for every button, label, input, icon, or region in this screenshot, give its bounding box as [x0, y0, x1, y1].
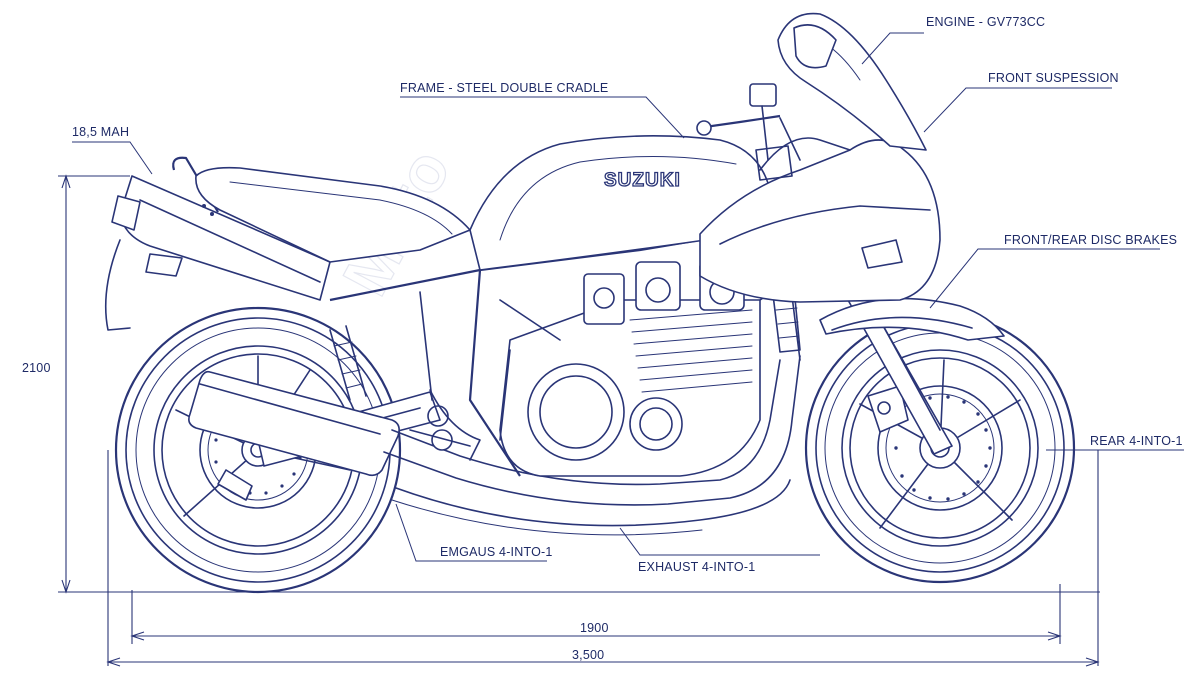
label-engine: ENGINE - GV773CC [926, 15, 1045, 29]
label-frame: FRAME - STEEL DOUBLE CRADLE [400, 81, 608, 95]
label-exhaust-right: EXHAUST 4-INTO-1 [638, 560, 755, 574]
front-disc-holes [894, 395, 992, 501]
annotations: ENGINE - GV773CC FRONT SUSPESSION FRAME … [22, 15, 1183, 662]
label-rear: REAR 4-INTO-1 [1090, 434, 1183, 448]
brand-logo: SUZUKI [604, 170, 681, 191]
label-front-suspension: FRONT SUSPESSION [988, 71, 1119, 85]
front-fork [819, 295, 1005, 455]
dim-overall-length: 3,500 [572, 648, 604, 662]
leader-lines [72, 32, 1184, 562]
label-exhaust-left: EMGAUS 4-INTO-1 [440, 545, 553, 559]
dim-height: 2100 [22, 361, 51, 375]
fuel-tank: SUZUKI [469, 135, 771, 271]
label-brakes: FRONT/REAR DISC BRAKES [1004, 233, 1177, 247]
footpegs [409, 429, 471, 451]
label-tank: 18,5 MAH [72, 125, 129, 139]
exhaust [188, 355, 801, 536]
fairing [696, 12, 941, 303]
seat-tail [104, 156, 471, 331]
dimension-lines [58, 174, 1100, 667]
dim-wheelbase: 1900 [580, 621, 609, 635]
